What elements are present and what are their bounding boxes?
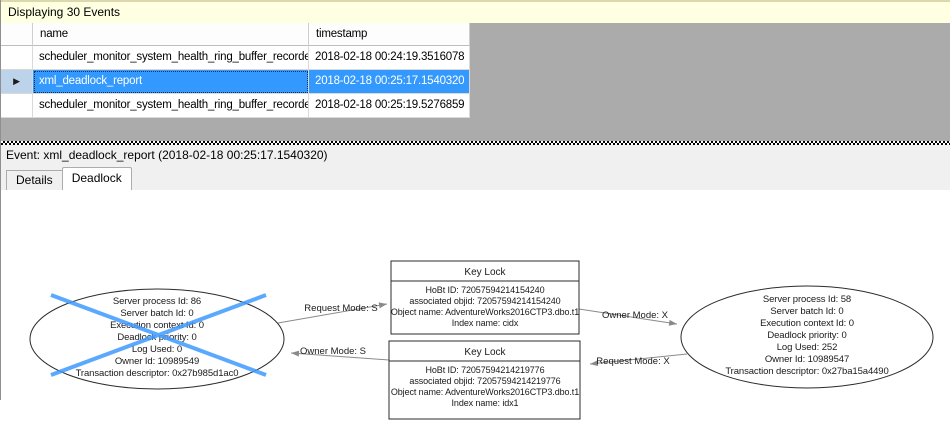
row-gutter[interactable]: ▶: [1, 70, 33, 94]
cell-name[interactable]: scheduler_monitor_system_health_ring_buf…: [33, 46, 309, 70]
deadlock-graph: Server process Id: 86 Server batch Id: 0…: [29, 260, 934, 420]
cell-name[interactable]: xml_deadlock_report: [33, 70, 309, 94]
node-text-line: Server process Id: 58: [763, 294, 851, 305]
node-text-line: Server process Id: 86: [113, 296, 201, 307]
edge-request-s: [277, 302, 388, 324]
event-row-2-selected[interactable]: ▶ xml_deadlock_report 2018-02-18 00:25:1…: [1, 70, 470, 94]
lock-title: Key Lock: [464, 267, 506, 278]
lock-title: Key Lock: [464, 347, 506, 358]
lock-text-line: associated objid: 72057594214219776: [409, 376, 560, 386]
events-count-bar: Displaying 30 Events: [1, 0, 950, 23]
tab-strip: Details Deadlock: [1, 167, 950, 190]
edge-label-owner-s: Owner Mode: S: [300, 346, 366, 357]
lock-text-line: associated objid: 72057594214154240: [409, 296, 560, 306]
row-gutter[interactable]: [1, 94, 33, 118]
event-row-3[interactable]: scheduler_monitor_system_health_ring_buf…: [1, 94, 470, 118]
lock-node-bottom: Key Lock HoBt ID: 72057594214219776 asso…: [388, 340, 581, 420]
node-text-line: Log Used: 0: [132, 344, 182, 355]
lock-text-line: Object name: AdventureWorks2016CTP3.dbo.…: [391, 307, 579, 317]
node-text-line: Server batch Id: 0: [770, 306, 843, 317]
node-text-line: Deadlock priority: 0: [767, 330, 846, 341]
event-row-1[interactable]: scheduler_monitor_system_health_ring_buf…: [1, 46, 470, 70]
lock-text-line: HoBt ID: 72057594214219776: [425, 365, 544, 375]
splitter[interactable]: [1, 141, 950, 145]
process-node-survivor: Server process Id: 58 Server batch Id: 0…: [680, 285, 934, 389]
node-text-line: Server batch Id: 0: [120, 308, 193, 319]
edge-label-request-s: Request Mode: S: [304, 303, 377, 314]
tab-deadlock[interactable]: Deadlock: [61, 167, 132, 190]
deadlock-graph-panel: Server process Id: 86 Server batch Id: 0…: [1, 190, 950, 423]
node-text-line: Transaction descriptor: 0x27ba15a4490: [725, 366, 888, 377]
lock-text-line: Index name: cidx: [452, 318, 519, 328]
column-header-name[interactable]: name: [33, 23, 309, 46]
events-grid: name timestamp scheduler_monitor_system_…: [1, 23, 950, 141]
cell-timestamp[interactable]: 2018-02-18 00:25:19.5276859: [309, 94, 470, 118]
edge-owner-x: [578, 308, 678, 326]
lock-text-line: HoBt ID: 72057594214154240: [425, 285, 544, 295]
node-text-line: Execution context Id: 0: [110, 320, 204, 331]
victim-cross-icon: [50, 293, 267, 377]
lock-node-top: Key Lock HoBt ID: 72057594214154240 asso…: [390, 260, 580, 335]
edge-owner-s: [290, 350, 390, 361]
process-node-victim: Server process Id: 86 Server batch Id: 0…: [29, 288, 285, 390]
cell-timestamp[interactable]: 2018-02-18 00:24:19.3516078: [309, 46, 470, 70]
node-text-line: Transaction descriptor: 0x27b985d1ac0: [76, 368, 239, 379]
node-text-line: Execution context Id: 0: [760, 318, 854, 329]
tab-details[interactable]: Details: [6, 170, 63, 190]
gutter-header-cell[interactable]: [1, 23, 33, 46]
node-text-line: Owner Id: 10989549: [115, 356, 199, 367]
node-text-line: Owner Id: 10989547: [765, 354, 849, 365]
cell-name[interactable]: scheduler_monitor_system_health_ring_buf…: [33, 94, 309, 118]
cell-timestamp[interactable]: 2018-02-18 00:25:17.1540320: [309, 70, 470, 94]
row-gutter[interactable]: [1, 46, 33, 70]
edge-label-owner-x: Owner Mode: X: [602, 310, 669, 321]
grid-header-row: name timestamp: [1, 23, 470, 46]
selected-event-caption: Event: xml_deadlock_report (2018-02-18 0…: [1, 145, 950, 167]
edge-label-request-x: Request Mode: X: [596, 356, 670, 367]
current-row-icon: ▶: [13, 76, 20, 86]
edge-request-x: [589, 353, 688, 367]
node-text-line: Log Used: 252: [777, 342, 838, 353]
column-header-timestamp[interactable]: timestamp: [309, 23, 470, 46]
lock-text-line: Object name: AdventureWorks2016CTP3.dbo.…: [391, 387, 579, 397]
